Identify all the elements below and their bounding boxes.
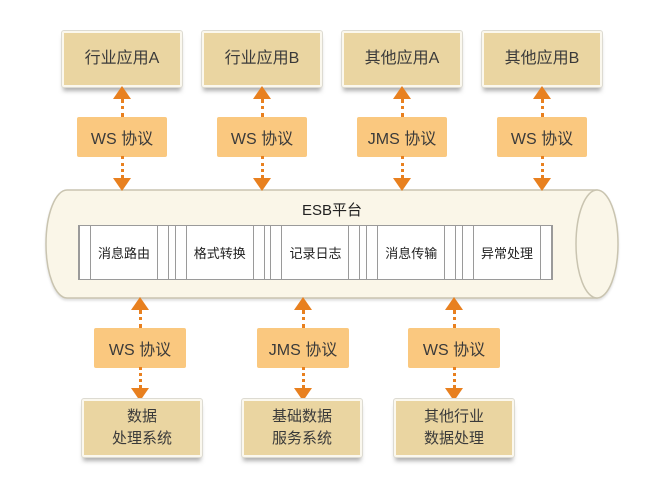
- arrow-bottom-1-lower: [131, 367, 149, 401]
- bottom-system-label-line2: 数据处理: [423, 430, 484, 447]
- cylinder-right-cap: [575, 189, 619, 299]
- esb-platform-title: ESB平台: [301, 202, 362, 219]
- arrow-bottom-2-upper: [294, 297, 312, 328]
- arrow-top-4-lower: [533, 156, 551, 191]
- arrowhead-up-icon: [131, 297, 149, 310]
- arrow-bottom-1-upper: [131, 297, 149, 328]
- esb-module-1: 消息路由: [79, 226, 170, 279]
- esb-module-label: 记录日志: [281, 226, 350, 279]
- arrow-top-1-upper: [113, 86, 131, 117]
- arrowhead-down-icon: [445, 388, 463, 401]
- protocol-box-bottom-2: JMS 协议: [257, 328, 349, 368]
- arrowhead-up-icon: [445, 297, 463, 310]
- protocol-label: WS 协议: [510, 131, 574, 148]
- protocol-box-top-4: WS 协议: [497, 117, 587, 157]
- arrowhead-down-icon: [533, 178, 551, 191]
- arrowhead-up-icon: [113, 86, 131, 99]
- top-app-box-2: 行业应用B: [202, 31, 322, 87]
- arrowhead-down-icon: [131, 388, 149, 401]
- top-app-box-1: 行业应用A: [62, 31, 182, 87]
- arrow-top-3-lower: [393, 156, 411, 191]
- arrowhead-up-icon: [294, 297, 312, 310]
- esb-module-4: 消息传输: [366, 226, 457, 279]
- protocol-box-top-3: JMS 协议: [357, 117, 447, 157]
- protocol-box-top-1: WS 协议: [77, 117, 167, 157]
- esb-module-2: 格式转换: [174, 226, 265, 279]
- esb-module-label: 消息路由: [90, 226, 159, 279]
- bottom-system-label-line1: 其他行业: [423, 408, 484, 426]
- arrowhead-down-icon: [393, 178, 411, 191]
- arrow-top-2-upper: [253, 86, 271, 117]
- protocol-label: WS 协议: [422, 342, 486, 359]
- protocol-label: JMS 协议: [367, 131, 437, 148]
- bottom-system-box-3: 其他行业 数据处理: [394, 399, 514, 457]
- arrow-bottom-2-lower: [294, 367, 312, 401]
- esb-module-band: 消息路由 格式转换 记录日志 消息传输 异常处理: [78, 225, 553, 280]
- protocol-box-bottom-3: WS 协议: [408, 328, 500, 368]
- arrow-top-2-lower: [253, 156, 271, 191]
- arrow-bottom-3-upper: [445, 297, 463, 328]
- esb-module-label: 异常处理: [472, 226, 541, 279]
- bottom-system-label-line1: 数据: [126, 408, 157, 426]
- arrow-top-1-lower: [113, 156, 131, 191]
- arrow-bottom-3-lower: [445, 367, 463, 401]
- protocol-label: WS 协议: [108, 342, 172, 359]
- top-app-label-4: 其他应用B: [504, 50, 580, 68]
- esb-module-5: 异常处理: [461, 226, 552, 279]
- arrowhead-up-icon: [393, 86, 411, 99]
- top-app-label-2: 行业应用B: [224, 50, 300, 68]
- bottom-system-label-line1: 基础数据: [271, 408, 332, 426]
- bottom-system-box-2: 基础数据 服务系统: [242, 399, 362, 457]
- protocol-label: JMS 协议: [268, 342, 338, 359]
- top-app-box-3: 其他应用A: [342, 31, 462, 87]
- protocol-box-bottom-1: WS 协议: [94, 328, 186, 368]
- bottom-system-label-line2: 处理系统: [111, 430, 172, 447]
- arrowhead-down-icon: [113, 178, 131, 191]
- arrowhead-up-icon: [533, 86, 551, 99]
- protocol-label: WS 协议: [230, 131, 294, 148]
- arrowhead-up-icon: [253, 86, 271, 99]
- arrowhead-down-icon: [294, 388, 312, 401]
- top-app-box-4: 其他应用B: [482, 31, 602, 87]
- bottom-system-box-1: 数据 处理系统: [82, 399, 202, 457]
- esb-module-label: 消息传输: [377, 226, 446, 279]
- arrow-top-4-upper: [533, 86, 551, 117]
- top-app-label-1: 行业应用A: [84, 50, 160, 68]
- arrowhead-down-icon: [253, 178, 271, 191]
- protocol-label: WS 协议: [90, 131, 154, 148]
- protocol-box-top-2: WS 协议: [217, 117, 307, 157]
- bottom-system-label-line2: 服务系统: [271, 430, 332, 447]
- esb-module-label: 格式转换: [185, 226, 254, 279]
- arrow-top-3-upper: [393, 86, 411, 117]
- top-app-label-3: 其他应用A: [364, 50, 440, 68]
- esb-module-3: 记录日志: [270, 226, 361, 279]
